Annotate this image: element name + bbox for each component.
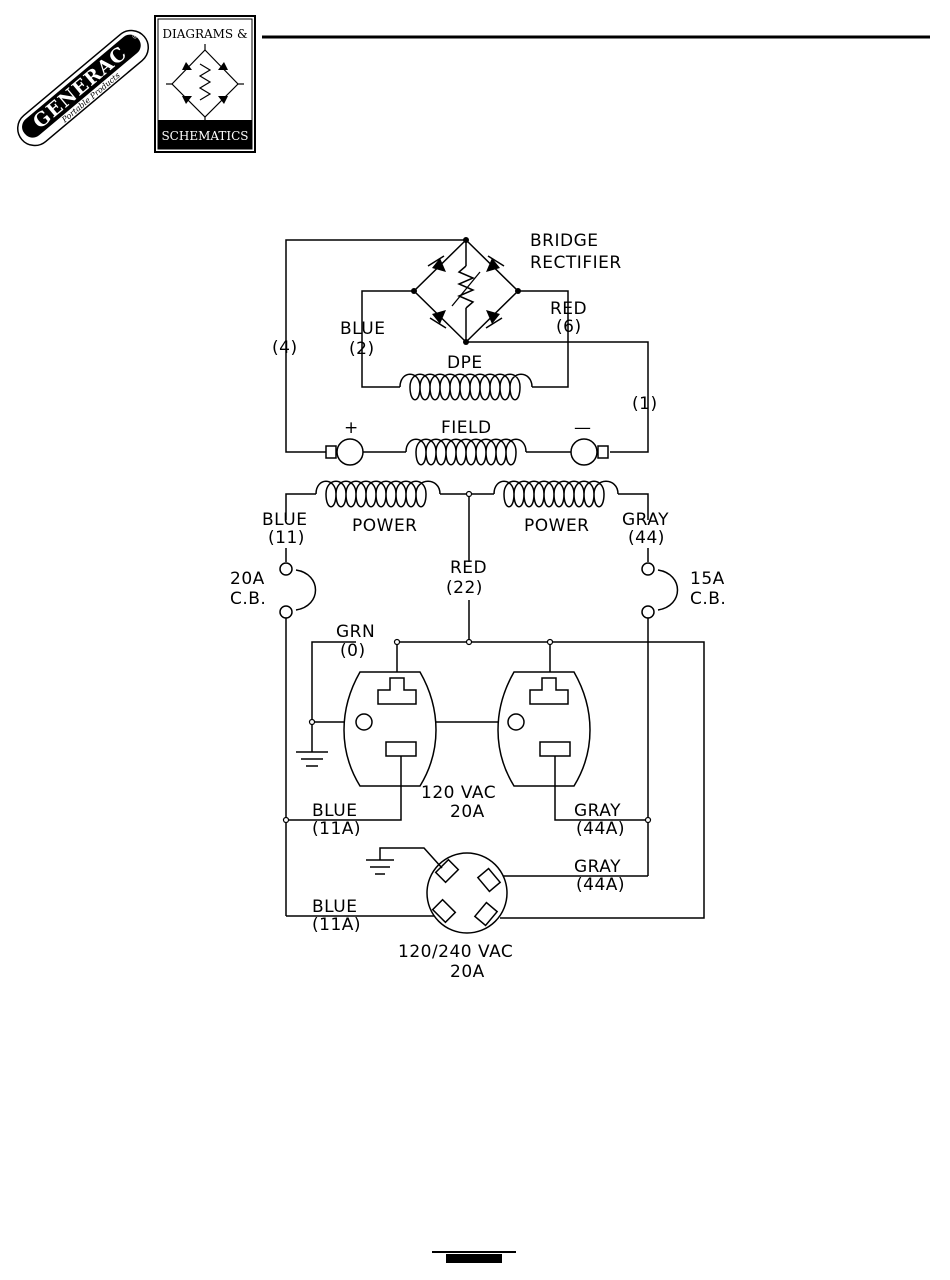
ground-symbol-2 [366,848,442,874]
badge-title-bottom: SCHEMATICS [161,129,248,143]
wire-6-label: (6) [556,317,582,337]
bridge-rectifier-label-1: BRIDGE [530,231,599,251]
field-winding [326,439,608,465]
twistlock-voltage-label: 120/240 VAC [398,942,513,962]
wire-4-label: (4) [272,338,298,358]
cb-15a-rating: 15A [690,569,725,589]
duplex-voltage-label: 120 VAC [421,783,496,803]
brand-name: GENERAC [29,42,131,133]
bridge-rectifier [411,237,521,345]
circuit-breaker-20a [280,548,316,618]
twistlock-amps-label: 20A [450,962,485,982]
cb-20a-type: C.B. [230,589,266,609]
wire-4 [286,240,466,452]
wire-1-label: (1) [632,394,658,414]
generac-logo: GENERAC ® Portable Products [11,24,155,153]
power-windings [286,481,648,562]
wire-11a-label-2: (11A) [312,915,361,935]
wire-11a-label-1: (11A) [312,819,361,839]
wire-1 [466,342,648,452]
blue-11a-label-2: BLUE [312,897,357,917]
page-footer-mark [432,1252,516,1263]
red-22-label: RED [450,558,487,578]
gray-44a-label-2: GRAY [574,857,621,877]
red-6-label: RED [550,299,587,319]
wire-2-label: (2) [349,339,375,359]
grn-label: GRN [336,622,375,642]
blue-2-label: BLUE [340,319,385,339]
cb-20a-rating: 20A [230,569,265,589]
outlet-left [344,672,436,786]
bridge-rectifier-label-2: RECTIFIER [530,253,622,273]
wire-0-label: (0) [340,641,366,661]
wire-22-label: (22) [446,578,483,598]
power-right-label: POWER [524,516,590,536]
badge-title-top: DIAGRAMS & [162,27,248,41]
dpe-label: DPE [447,353,483,373]
dpe-winding [362,291,568,400]
outlet-right [498,672,590,786]
wire-11-label: (11) [268,528,305,548]
plus-terminal-label: + [344,418,359,438]
blue-11-label: BLUE [262,510,307,530]
blue-11a-label-1: BLUE [312,801,357,821]
minus-terminal-label: — [574,418,592,438]
diagrams-schematics-badge: DIAGRAMS & SCHEMATICS [155,16,255,152]
duplex-amps-label: 20A [450,802,485,822]
cb-15a-type: C.B. [690,589,726,609]
gray-44a-label-1: GRAY [574,801,621,821]
wire-44a-label-2: (44A) [576,875,625,895]
wire-44-label: (44) [628,528,665,548]
gray-44-label: GRAY [622,510,669,530]
wire-44a-label-1: (44A) [576,819,625,839]
ground-symbol-1 [296,752,328,766]
field-label: FIELD [441,418,492,438]
circuit-breaker-15a [642,548,678,618]
power-left-label: POWER [352,516,418,536]
